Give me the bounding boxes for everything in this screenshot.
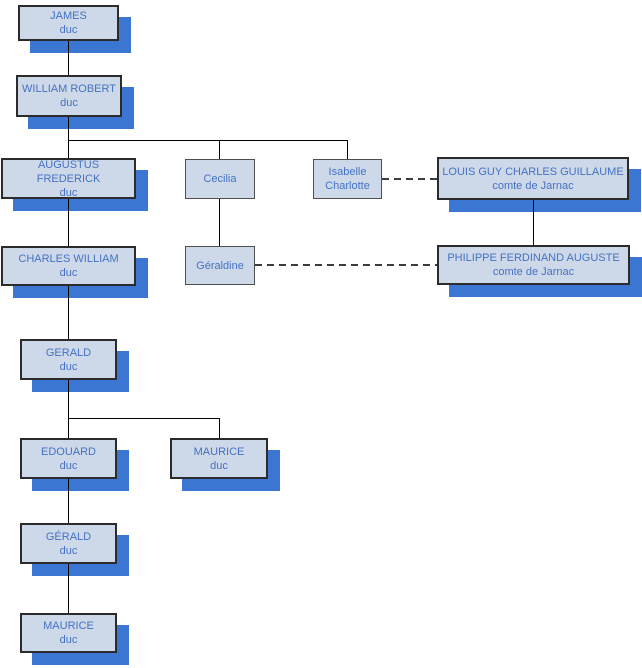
line-james-william <box>68 41 69 75</box>
line-cecilia-geraldine <box>219 199 220 246</box>
node-box: Isabelle Charlotte <box>313 159 382 199</box>
line-bus-maurice <box>219 418 220 438</box>
node-box: GÉRALD duc <box>20 523 117 564</box>
person-node-edouard[interactable]: EDOUARD duc <box>20 438 129 491</box>
line-augustus-charles <box>68 199 69 246</box>
person-title: comte de Jarnac <box>492 179 574 192</box>
line-bus-isabelle <box>347 140 348 159</box>
line-children-bus <box>68 140 348 141</box>
person-title: duc <box>59 267 78 279</box>
person-title: duc <box>59 360 78 373</box>
person-title: duc <box>59 544 78 557</box>
person-name: Isabelle Charlotte <box>325 166 370 192</box>
person-name: MAURICE <box>193 445 245 458</box>
person-title: duc <box>59 459 78 472</box>
line-bus-cecilia <box>219 140 220 159</box>
person-name: PHILIPPE FERDINAND AUGUSTE <box>447 252 620 264</box>
marriage-line-isabelle-louis <box>382 178 437 180</box>
person-name: MAURICE <box>43 620 94 632</box>
person-name: Cecilia <box>203 173 237 185</box>
person-node-maurice[interactable]: MAURICE duc <box>170 438 280 491</box>
line-bus-augustus <box>68 140 69 158</box>
line-gerald-bus <box>68 380 69 418</box>
node-box: GERALD duc <box>20 339 117 380</box>
person-name: GERALD <box>45 346 92 359</box>
person-name: EDOUARD <box>40 445 96 458</box>
person-title: duc <box>210 459 228 472</box>
person-name: AUGUSTUS FREDERICK <box>36 158 101 185</box>
person-name: LOUIS GUY CHARLES GUILLAUME <box>442 165 624 178</box>
node-box: EDOUARD duc <box>20 438 117 479</box>
person-title: duc <box>59 186 78 199</box>
person-node-philippe[interactable]: PHILIPPE FERDINAND AUGUSTE comte de Jarn… <box>437 245 642 297</box>
person-node-cecilia[interactable]: Cecilia <box>185 159 255 199</box>
person-title: comte de Jarnac <box>492 266 575 278</box>
person-node-james[interactable]: JAMES duc <box>18 5 131 53</box>
line-gerald-children-bus <box>68 418 220 419</box>
person-node-louis-guy[interactable]: LOUIS GUY CHARLES GUILLAUME comte de Jar… <box>437 157 641 212</box>
person-name: Géraldine <box>196 259 244 272</box>
person-node-geraldine[interactable]: Géraldine <box>185 246 255 285</box>
node-box: CHARLES WILLIAM duc <box>1 246 136 286</box>
node-box: PHILIPPE FERDINAND AUGUSTE comte de Jarn… <box>437 245 630 285</box>
person-title: duc <box>59 24 78 36</box>
line-louis-philippe <box>533 200 534 245</box>
line-bus-edouard <box>68 418 69 438</box>
line-charles-gerald <box>68 286 69 339</box>
node-box: MAURICE duc <box>170 438 268 479</box>
node-box: LOUIS GUY CHARLES GUILLAUME comte de Jar… <box>437 157 629 200</box>
person-name: GÉRALD <box>45 530 92 543</box>
person-name: WILLIAM ROBERT <box>22 83 116 95</box>
person-node-isabelle-charlotte[interactable]: Isabelle Charlotte <box>313 159 382 199</box>
node-box: AUGUSTUS FREDERICK duc <box>1 158 136 199</box>
person-title: duc <box>60 97 78 109</box>
node-box: JAMES duc <box>18 5 119 41</box>
person-name: JAMES <box>50 10 87 22</box>
person-node-charles-william[interactable]: CHARLES WILLIAM duc <box>1 246 148 298</box>
marriage-line-geraldine-philippe <box>255 264 437 266</box>
person-node-gerald-2[interactable]: GÉRALD duc <box>20 523 129 576</box>
line-edouard-gerald2 <box>68 479 69 523</box>
person-node-william-robert[interactable]: WILLIAM ROBERT duc <box>16 75 134 129</box>
person-node-augustus-frederick[interactable]: AUGUSTUS FREDERICK duc <box>1 158 148 211</box>
person-node-maurice-2[interactable]: MAURICE duc <box>20 613 129 665</box>
node-box: MAURICE duc <box>20 613 117 653</box>
line-william-bus <box>68 117 69 141</box>
node-box: Géraldine <box>185 246 255 285</box>
person-title: duc <box>59 634 78 646</box>
node-box: WILLIAM ROBERT duc <box>16 75 122 117</box>
person-name: CHARLES WILLIAM <box>18 253 119 265</box>
person-node-gerald[interactable]: GERALD duc <box>20 339 129 392</box>
node-box: Cecilia <box>185 159 255 199</box>
line-gerald2-maurice2 <box>68 564 69 613</box>
